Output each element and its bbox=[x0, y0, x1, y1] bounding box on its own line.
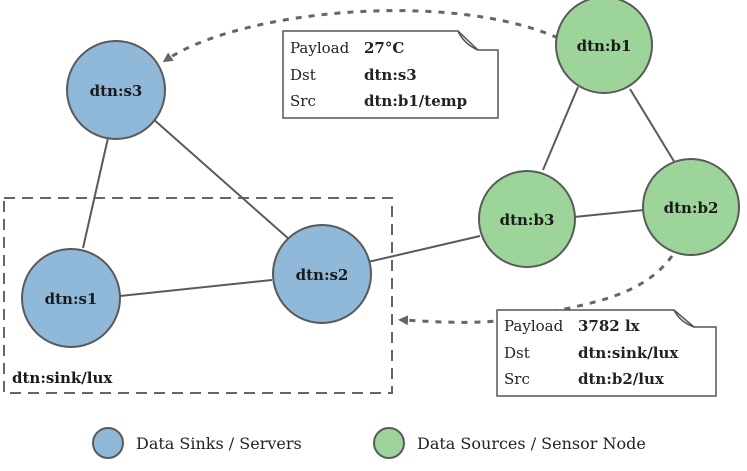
edge-s3-s1 bbox=[82, 137, 109, 249]
node-b3-label: dtn:b3 bbox=[500, 211, 555, 229]
node-b1-label: dtn:b1 bbox=[577, 37, 632, 55]
node-b2[interactable]: dtn:b2 bbox=[642, 158, 740, 256]
edge-b1-b2 bbox=[629, 88, 676, 164]
edge-s3-s2 bbox=[151, 117, 291, 241]
node-b1[interactable]: dtn:b1 bbox=[555, 0, 653, 94]
bundle-card-top: Payload 27°C Dst dtn:s3 Src dtn:b1/temp bbox=[282, 30, 499, 119]
edge-b1-b3 bbox=[542, 86, 579, 171]
bundle-top-dst-value: dtn:s3 bbox=[364, 66, 417, 84]
node-b2-label: dtn:b2 bbox=[664, 199, 719, 217]
node-b3[interactable]: dtn:b3 bbox=[478, 170, 576, 268]
legend-sinks-label: Data Sinks / Servers bbox=[136, 434, 302, 453]
legend: Data Sinks / Servers Data Sources / Sens… bbox=[92, 427, 646, 459]
bundle-bottom-payload-key: Payload bbox=[504, 317, 564, 335]
bundle-top-payload-value: 27°C bbox=[364, 39, 404, 57]
bundle-bottom-dst-key: Dst bbox=[504, 344, 530, 362]
legend-sources-label: Data Sources / Sensor Node bbox=[417, 434, 646, 453]
bundle-top-payload-key: Payload bbox=[290, 39, 350, 57]
bundle-top-src-key: Src bbox=[290, 92, 316, 110]
legend-source-swatch bbox=[373, 427, 405, 459]
node-s2[interactable]: dtn:s2 bbox=[272, 224, 372, 324]
node-s3[interactable]: dtn:s3 bbox=[66, 40, 166, 140]
bundle-card-bottom: Payload 3782 lx Dst dtn:sink/lux Src dtn… bbox=[496, 309, 717, 397]
edge-s1-s2 bbox=[119, 279, 273, 297]
message-arrow-b1-to-s3 bbox=[162, 9, 559, 63]
bundle-top-dst-key: Dst bbox=[290, 66, 316, 84]
sink-group-label: dtn:sink/lux bbox=[12, 369, 113, 387]
bundle-top-src-value: dtn:b1/temp bbox=[364, 92, 467, 110]
node-s1-label: dtn:s1 bbox=[45, 290, 98, 308]
legend-sink-swatch bbox=[92, 427, 124, 459]
node-s1[interactable]: dtn:s1 bbox=[21, 248, 121, 348]
bundle-bottom-dst-value: dtn:sink/lux bbox=[578, 344, 679, 362]
bundle-bottom-src-value: dtn:b2/lux bbox=[578, 370, 665, 388]
node-s3-label: dtn:s3 bbox=[90, 82, 143, 100]
sink-group-box bbox=[3, 197, 393, 394]
edge-s2-b3 bbox=[367, 235, 481, 263]
bundle-bottom-src-key: Src bbox=[504, 370, 530, 388]
bundle-bottom-payload-value: 3782 lx bbox=[578, 317, 641, 335]
edge-b3-b2 bbox=[573, 209, 645, 218]
node-s2-label: dtn:s2 bbox=[296, 266, 349, 284]
